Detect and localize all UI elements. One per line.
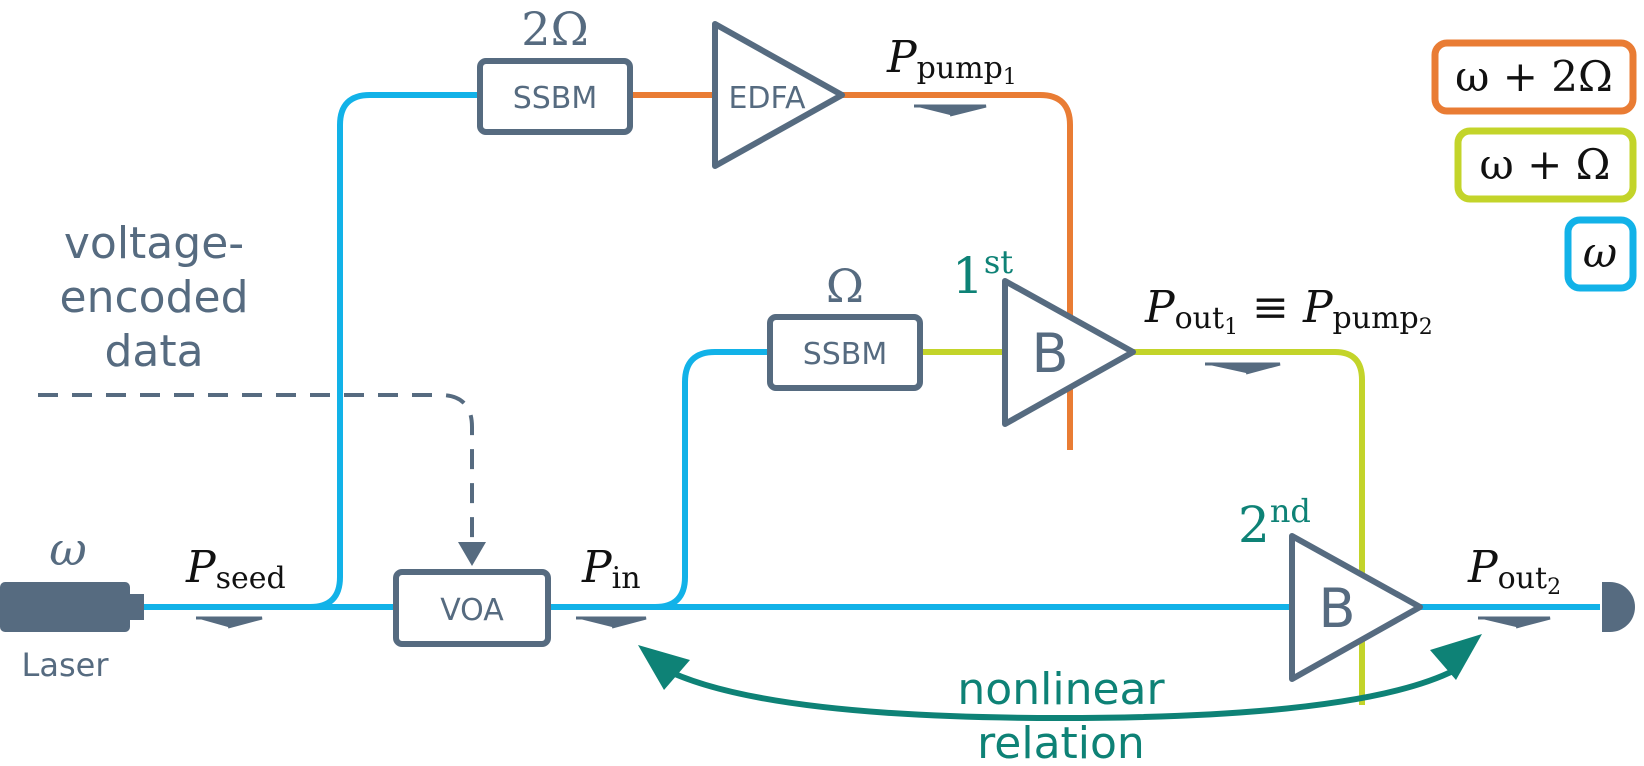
laser-icon xyxy=(0,582,144,632)
ssbm-top-label: SSBM xyxy=(513,81,598,116)
laser-frequency: ω xyxy=(49,522,87,576)
legend-box-w2 xyxy=(1431,39,1637,115)
data-label-line3: data xyxy=(104,326,203,377)
legend-label-w2: ω + 2Ω xyxy=(1455,52,1613,101)
nonlinear-label-line1: nonlinear xyxy=(957,664,1165,715)
p-pump1-direction-icon xyxy=(914,104,987,117)
nonlinear-label-line2: relation xyxy=(977,718,1145,766)
p-in-label: Pin xyxy=(581,542,641,596)
out1-fiber xyxy=(920,349,1365,705)
edfa-triangle xyxy=(712,21,845,169)
amp-first-triangle xyxy=(1002,278,1136,427)
voltage-data-line xyxy=(38,393,474,540)
ssbm-mid-shift: Ω xyxy=(826,259,864,313)
amp-first-order: 1st xyxy=(952,243,1013,305)
p-out1-label: Pout1≡Ppump2 xyxy=(1144,282,1433,340)
data-label-line2: encoded xyxy=(60,272,249,323)
p-seed-label: Pseed xyxy=(185,542,286,596)
data-label-line1: voltage- xyxy=(64,218,244,269)
legend-label-w1: ω + Ω xyxy=(1480,140,1611,189)
legend-box-w1 xyxy=(1454,127,1637,203)
voltage-data-arrowhead xyxy=(458,542,486,566)
mid-branch-fiber xyxy=(654,349,770,610)
legend: ω + 2Ω ω + Ω ω xyxy=(1431,39,1637,292)
ssbm-top-box xyxy=(477,58,633,135)
nonlinear-relation-arrow xyxy=(660,665,1457,722)
p-out1-direction-icon xyxy=(1205,362,1281,375)
amp-second-triangle xyxy=(1289,533,1423,682)
ssbm-mid-box xyxy=(767,314,923,391)
voa-box xyxy=(393,569,551,647)
legend-label-w0: ω xyxy=(1583,228,1617,277)
p-seed-direction-icon xyxy=(196,616,263,629)
p-out2-label: Pout2 xyxy=(1467,542,1561,600)
ssbm-mid-label: SSBM xyxy=(803,337,888,372)
p-in-direction-icon xyxy=(576,616,647,629)
amp-first-label: B xyxy=(1031,322,1068,385)
ssbm-top-shift: 2Ω xyxy=(521,2,588,56)
p-pump1-label: Ppump1 xyxy=(886,32,1017,90)
detector-icon xyxy=(1602,582,1635,632)
top-branch-fiber xyxy=(309,92,480,610)
nonlinear-arrowhead-right xyxy=(1430,634,1482,680)
p-out2-direction-icon xyxy=(1478,616,1551,629)
laser-label: Laser xyxy=(22,646,110,684)
pump1-fiber xyxy=(630,92,1073,450)
edfa-label: EDFA xyxy=(728,81,806,116)
nonlinear-arrowhead-left xyxy=(638,645,690,690)
amp-second-order: 2nd xyxy=(1238,492,1311,554)
amp-second-label: B xyxy=(1318,577,1355,640)
legend-box-w0 xyxy=(1564,216,1637,292)
voa-label: VOA xyxy=(440,593,504,628)
